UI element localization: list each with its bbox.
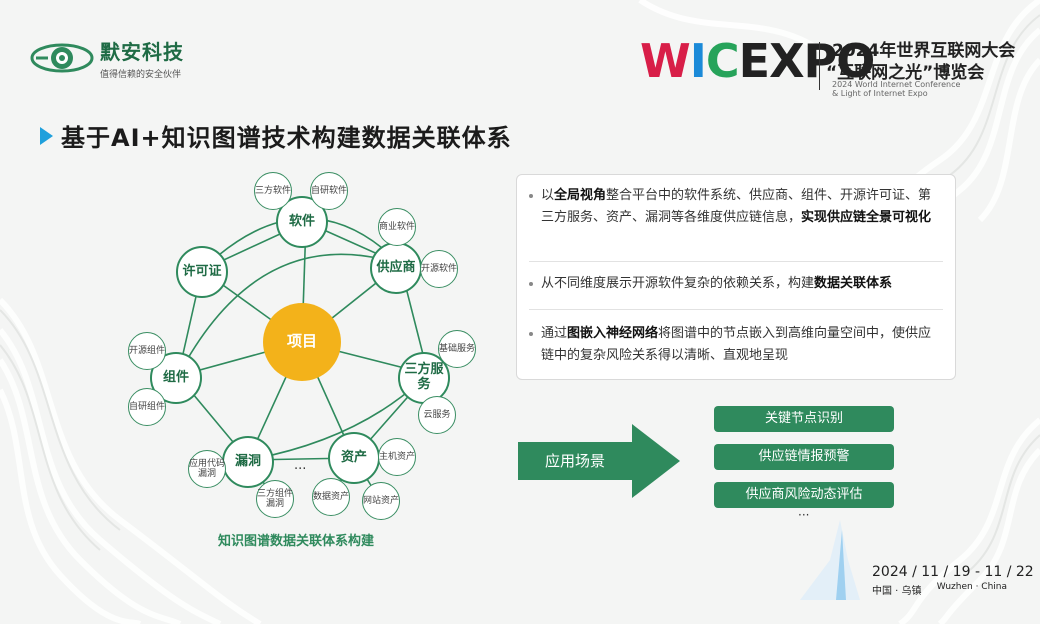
info-divider <box>529 309 943 310</box>
graph-subnode-data-asset: 数据资产 <box>312 478 350 516</box>
graph-node-supplier: 供应商 <box>370 242 422 294</box>
graph-subnode-open-source-component: 开源组件 <box>128 332 166 370</box>
knowledge-graph: 项目 软件 供应商 三方服务 资产 漏洞 组件 许可证 三方软件 自研软件 商业… <box>110 160 490 530</box>
graph-caption: 知识图谱数据关联体系构建 <box>218 534 375 549</box>
application-ellipsis: ··· <box>798 508 810 522</box>
expo-title-line2: “互联网之光”博览会 <box>826 63 985 83</box>
graph-subnode-self-developed-component: 自研组件 <box>128 388 166 426</box>
info-item-dependency: 从不同维度展示开源软件复杂的依赖关系，构建数据关联体系 <box>529 273 943 295</box>
application-item-risk-assessment: 供应商风险动态评估 <box>714 482 894 508</box>
graph-subnode-app-code-vuln: 应用代码漏洞 <box>188 450 226 488</box>
wic-expo-logo: WICEXPO <box>640 34 875 88</box>
play-triangle-icon <box>40 126 53 145</box>
info-divider <box>529 261 943 262</box>
graph-subnode-open-source-software: 开源软件 <box>420 250 458 288</box>
expo-date: 2024 / 11 / 19 - 11 / 22 <box>872 564 1034 580</box>
graph-node-project: 项目 <box>263 303 341 381</box>
application-arrow <box>518 442 632 480</box>
brand-logo: 默安科技 值得信赖的安全伙伴 <box>30 36 184 80</box>
graph-ellipsis: ··· <box>294 462 307 477</box>
graph-node-vulnerability: 漏洞 <box>222 436 274 488</box>
graph-subnode-third-party-component-vuln: 三方组件漏洞 <box>256 480 294 518</box>
graph-subnode-cloud-service: 云服务 <box>418 396 456 434</box>
graph-node-asset: 资产 <box>328 432 380 484</box>
expo-divider <box>819 42 820 90</box>
graph-subnode-basic-service: 基础服务 <box>438 330 476 368</box>
expo-title-line1: 2024年世界互联网大会 <box>832 41 1016 61</box>
application-item-key-node: 关键节点识别 <box>714 406 894 432</box>
arrow-right-icon <box>632 424 680 498</box>
brand-name: 默安科技 <box>100 40 184 64</box>
graph-subnode-commercial-software: 商业软件 <box>378 208 416 246</box>
info-item-graph-embedding: 通过图嵌入神经网络将图谱中的节点嵌入到高维向量空间中，使供应链中的复杂风险关系得… <box>529 323 943 367</box>
graph-subnode-third-party-software: 三方软件 <box>254 172 292 210</box>
graph-subnode-self-developed-software: 自研软件 <box>310 172 348 210</box>
bullet-dot-icon <box>529 194 533 198</box>
bullet-dot-icon <box>529 332 533 336</box>
application-label: 应用场景 <box>544 452 605 470</box>
bullet-dot-icon <box>529 282 533 286</box>
application-item-intel-alert: 供应链情报预警 <box>714 444 894 470</box>
slide-title-text: 基于AI+知识图谱技术构建数据关联体系 <box>61 124 512 152</box>
info-panel: 以全局视角整合平台中的软件系统、供应商、组件、开源许可证、第三方服务、资产、漏洞… <box>516 174 956 380</box>
eye-logo-icon <box>30 43 94 73</box>
brand-tagline: 值得信赖的安全伙伴 <box>100 70 182 80</box>
expo-english-title: 2024 World Internet Conference & Light o… <box>832 80 961 98</box>
info-item-global-view: 以全局视角整合平台中的软件系统、供应商、组件、开源许可证、第三方服务、资产、漏洞… <box>529 185 943 229</box>
graph-subnode-website-asset: 网站资产 <box>362 482 400 520</box>
graph-node-license: 许可证 <box>176 246 228 298</box>
graph-subnode-host-asset: 主机资产 <box>378 438 416 476</box>
slide-title: 基于AI+知识图谱技术构建数据关联体系 <box>40 118 512 153</box>
